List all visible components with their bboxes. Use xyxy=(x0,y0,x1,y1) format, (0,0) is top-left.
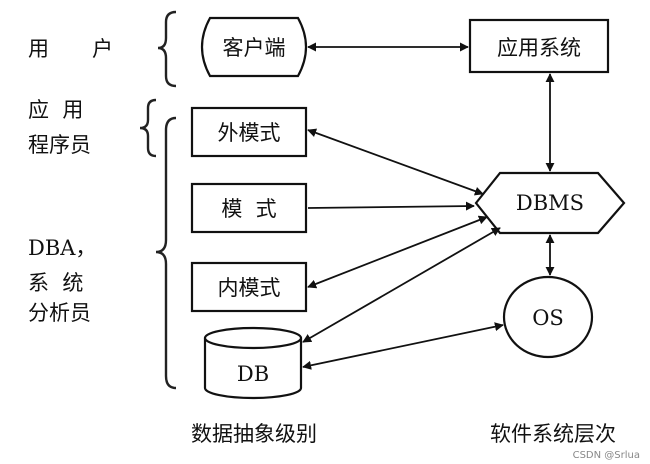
role-dba-line-1: DBA， xyxy=(28,236,96,260)
client-label: 客户端 xyxy=(223,36,286,60)
internal-schema-node: 内模式 xyxy=(190,261,308,313)
brace-user xyxy=(157,10,177,88)
edge-schema-dbms xyxy=(307,201,475,211)
external-schema-label: 外模式 xyxy=(218,121,281,145)
dbms-node: DBMS xyxy=(474,171,626,235)
schema-node: 模 式 xyxy=(190,182,308,234)
db-node: DB xyxy=(203,326,303,400)
edge-external-dbms xyxy=(307,128,484,196)
internal-schema-label: 内模式 xyxy=(218,276,281,300)
application-system-label: 应用系统 xyxy=(497,36,581,60)
role-user-line-2: 户 xyxy=(92,37,113,61)
dbms-label: DBMS xyxy=(516,191,584,215)
role-dba-analyst-label: DBA， 系 统 分析员 xyxy=(28,236,96,325)
brace-app-programmer xyxy=(139,98,157,158)
db-cylinder-top xyxy=(203,326,303,350)
db-label: DB xyxy=(237,362,269,386)
external-schema-node: 外模式 xyxy=(190,106,308,158)
edge-db-dbms xyxy=(302,227,501,343)
client-node: 客户端 xyxy=(200,16,308,78)
role-dba-line-2: 系 统 xyxy=(28,271,83,295)
role-user-line-1: 用 xyxy=(28,37,49,61)
edge-db-os xyxy=(302,322,504,370)
schema-box xyxy=(190,182,308,234)
external-schema-box xyxy=(190,106,308,158)
role-user-label: 用 户 xyxy=(28,37,113,61)
os-ellipse xyxy=(502,275,594,359)
application-system-box xyxy=(468,18,610,74)
os-label: OS xyxy=(532,306,564,330)
os-node: OS xyxy=(502,275,594,359)
schema-label: 模 式 xyxy=(221,197,276,221)
caption-software-levels: 软件系统层次 xyxy=(490,422,616,446)
caption-abstraction-levels: 数据抽象级别 xyxy=(191,422,317,446)
role-app-programmer-line-2: 程序员 xyxy=(28,133,91,157)
role-app-programmer-line-1: 应 用 xyxy=(28,98,83,122)
db-cylinder-body xyxy=(203,338,303,400)
application-system-node: 应用系统 xyxy=(468,18,610,74)
watermark-text: CSDN @Srlua xyxy=(573,450,640,461)
role-dba-line-3: 分析员 xyxy=(28,301,91,325)
client-shape xyxy=(200,16,308,78)
role-app-programmer-label: 应 用 程序员 xyxy=(28,98,91,157)
internal-schema-box xyxy=(190,261,308,313)
brace-dba-analyst xyxy=(155,116,177,390)
